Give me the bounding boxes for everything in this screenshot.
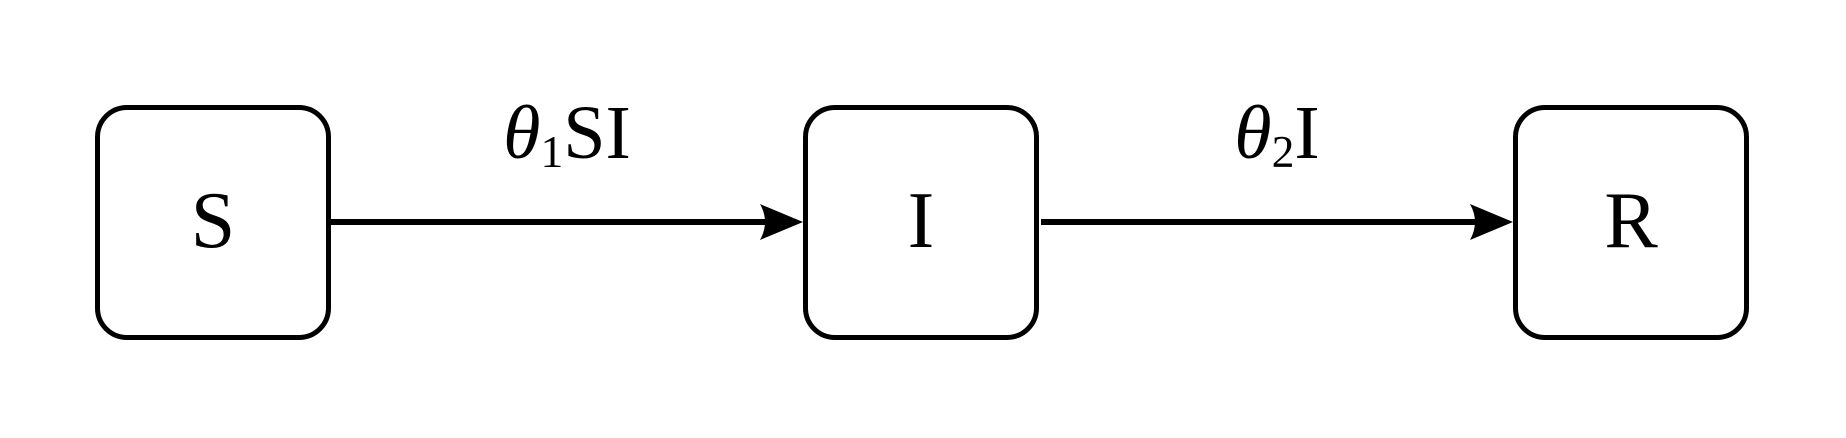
- arrowhead-icon: [1470, 204, 1513, 240]
- arrowhead-icon: [760, 204, 803, 240]
- node-infected: I: [803, 105, 1039, 340]
- rate-theta-symbol: θ: [1234, 91, 1272, 175]
- rate-theta-subscript: 2: [1271, 126, 1295, 178]
- rate-variables: SI: [563, 91, 631, 175]
- rate-theta-symbol: θ: [503, 91, 541, 175]
- rate-label-i-to-r: θ2I: [1127, 91, 1427, 178]
- node-infected-label: I: [907, 176, 935, 265]
- node-recovered: R: [1513, 105, 1749, 340]
- node-susceptible-label: S: [190, 176, 236, 265]
- node-susceptible: S: [95, 105, 331, 340]
- arrow-s-to-i: [331, 204, 803, 240]
- rate-label-s-to-i: θ1SI: [417, 91, 717, 178]
- rate-variables: I: [1294, 91, 1320, 175]
- arrow-i-to-r: [1041, 204, 1513, 240]
- node-recovered-label: R: [1604, 176, 1658, 265]
- rate-theta-subscript: 1: [540, 126, 564, 178]
